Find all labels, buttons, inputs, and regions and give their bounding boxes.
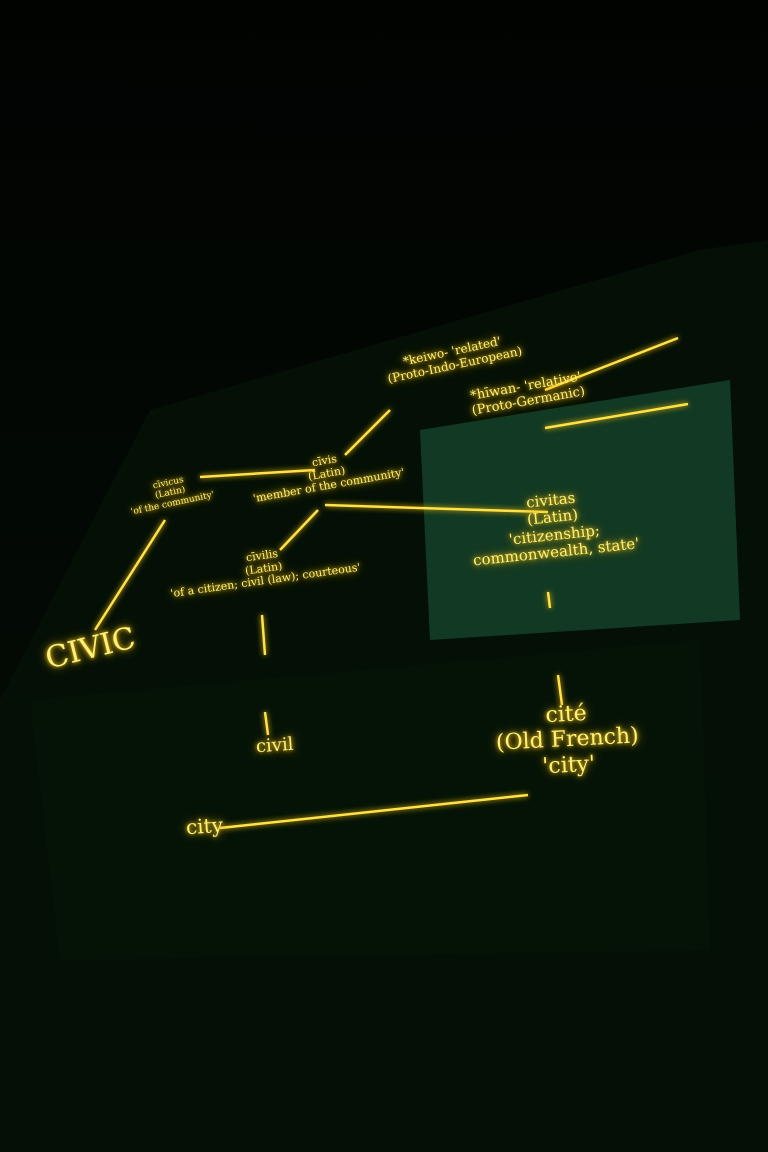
neon-line: [544, 336, 679, 392]
neon-line: [344, 409, 391, 456]
neon-line: [93, 519, 167, 631]
neon-lines: [93, 336, 689, 830]
neon-line: [263, 711, 270, 736]
neon-line: [324, 503, 549, 514]
neon-line: [556, 674, 564, 706]
lower-wall: [30, 640, 710, 960]
neon-line: [279, 509, 319, 551]
neon-line: [260, 614, 267, 656]
label-civil: civil: [255, 733, 295, 758]
label-cite: cité (Old French) 'city': [494, 698, 641, 781]
neon-line: [546, 591, 552, 609]
neon-line: [199, 468, 316, 479]
lit-wall: [420, 380, 740, 640]
neon-line: [544, 402, 689, 430]
label-city: city: [185, 812, 224, 840]
neon-line: [219, 793, 529, 830]
